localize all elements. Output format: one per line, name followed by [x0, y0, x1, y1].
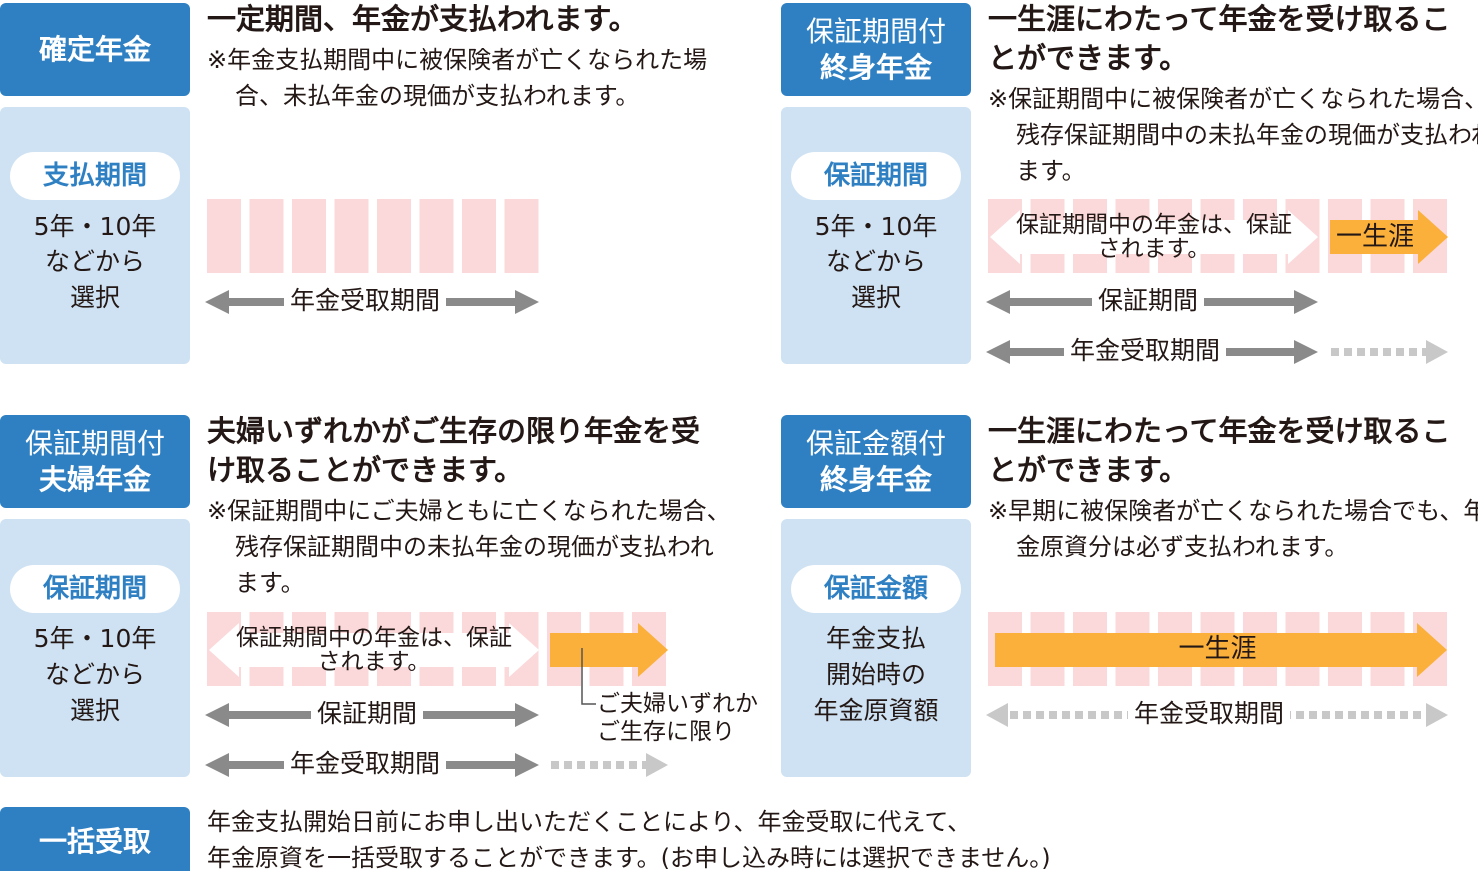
title-line: 終身年金 — [819, 462, 932, 496]
panel-line: 5年・10年 — [33, 624, 157, 653]
orange-arrow — [1330, 210, 1448, 264]
panel-line: 開始時の — [825, 660, 926, 689]
fixed-title: 確定年金 — [38, 32, 151, 66]
guaranteed-life-headline: 一生涯にわたって年金を受け取ることができます。 — [988, 2, 1451, 75]
guarantee-period-pill: 保証期間 — [10, 565, 180, 613]
lump-description: 年金支払開始日前にお申し出いただくことにより、年金受取に代えて、年金原資を一括受… — [207, 804, 1051, 871]
panel-line: などから — [44, 660, 145, 689]
fixed-annuity-header: 確定年金 — [0, 3, 190, 96]
guaranteed-life-panel: 保証期間 5年・10年 などから 選択 — [781, 107, 971, 364]
guarantee-period-label: 保証期間 — [311, 699, 424, 729]
title-line: 夫婦年金 — [38, 462, 151, 496]
callout-line-1: ご夫婦いずれか — [597, 691, 758, 717]
guaranteed-life-header: 保証期間付終身年金 — [781, 3, 971, 96]
panel-line: などから — [825, 247, 926, 276]
couple-panel: 保証期間 5年・10年 などから 選択 — [0, 519, 190, 777]
panel-line: 5年・10年 — [814, 212, 938, 241]
lump-line-2: 年金原資を一括受取することができます。(お申し込み時には選択できません。) — [207, 844, 1051, 871]
couple-note: ※保証期間中にご夫婦ともに亡くなられた場合、残存保証期間中の未払年金の現価が支払… — [207, 497, 731, 597]
guarantee-period-label: 保証期間 — [1092, 286, 1205, 316]
period-label: 年金受取期間 — [1128, 699, 1291, 729]
guaranteed-text: 保証期間中の年金は、保証されます。 — [236, 625, 512, 675]
couple-headline: 夫婦いずれかがご生存の限り年金を受け取ることができます。 — [207, 414, 701, 487]
panel-line: 選択 — [69, 283, 120, 312]
lifetime-label: 一生涯 — [1178, 634, 1257, 664]
callout-line-2: ご生存に限り — [597, 719, 735, 745]
guarantee-amount-pill: 保証金額 — [791, 565, 961, 613]
panel-line: 年金支払 — [825, 624, 926, 653]
fixed-headline: 一定期間、年金が支払われます。 — [207, 2, 638, 36]
lifetime-label: 一生涯 — [1336, 222, 1415, 252]
panel-line: 5年・10年 — [33, 212, 157, 241]
panel-line: 年金原資額 — [813, 696, 939, 725]
title-line: 終身年金 — [819, 50, 932, 84]
fixed-panel: 支払期間 5年・10年 などから 選択 — [0, 107, 190, 364]
panel-line: 選択 — [850, 283, 901, 312]
title-line: 保証金額付 — [805, 426, 946, 460]
callout-line — [581, 648, 596, 705]
amount-life-headline: 一生涯にわたって年金を受け取ることができます。 — [988, 414, 1451, 487]
payment-blocks — [207, 199, 541, 273]
lump-title: 一括受取 — [38, 825, 151, 858]
callout: ご夫婦いずれかご生存に限り — [597, 690, 758, 746]
panel-line: 選択 — [69, 696, 120, 725]
payment-period-pill: 支払期間 — [10, 152, 180, 200]
title-line: 保証期間付 — [24, 426, 165, 460]
lump-line-1: 年金支払開始日前にお申し出いただくことにより、年金受取に代えて、 — [207, 808, 972, 836]
guaranteed-text: 保証期間中の年金は、保証されます。 — [1016, 212, 1292, 262]
white-double-arrow — [209, 623, 539, 677]
period-label: 年金受取期間 — [1064, 336, 1227, 366]
orange-arrow — [550, 623, 668, 677]
amount-life-header: 保証金額付終身年金 — [781, 415, 971, 508]
amount-life-note: ※早期に被保険者が亡くなられた場合でも、年金原資分は必ず支払われます。 — [988, 497, 1478, 561]
amount-life-panel: 保証金額 年金支払 開始時の 年金原資額 — [781, 519, 971, 777]
guaranteed-life-note: ※保証期間中に被保険者が亡くなられた場合、残存保証期間中の未払年金の現価が支払わ… — [988, 85, 1478, 185]
period-label: 年金受取期間 — [284, 286, 447, 316]
lump-sum-header: 一括受取 — [0, 807, 190, 871]
title-line: 保証期間付 — [805, 14, 946, 48]
orange-arrow — [995, 623, 1447, 677]
fixed-note: ※年金支払期間中に被保険者が亡くなられた場合、未払年金の現価が支払われます。 — [207, 46, 708, 110]
couple-annuity-header: 保証期間付夫婦年金 — [0, 415, 190, 508]
white-double-arrow — [990, 210, 1318, 264]
panel-line: などから — [44, 247, 145, 276]
guarantee-period-pill: 保証期間 — [791, 152, 961, 200]
period-label: 年金受取期間 — [284, 749, 447, 779]
